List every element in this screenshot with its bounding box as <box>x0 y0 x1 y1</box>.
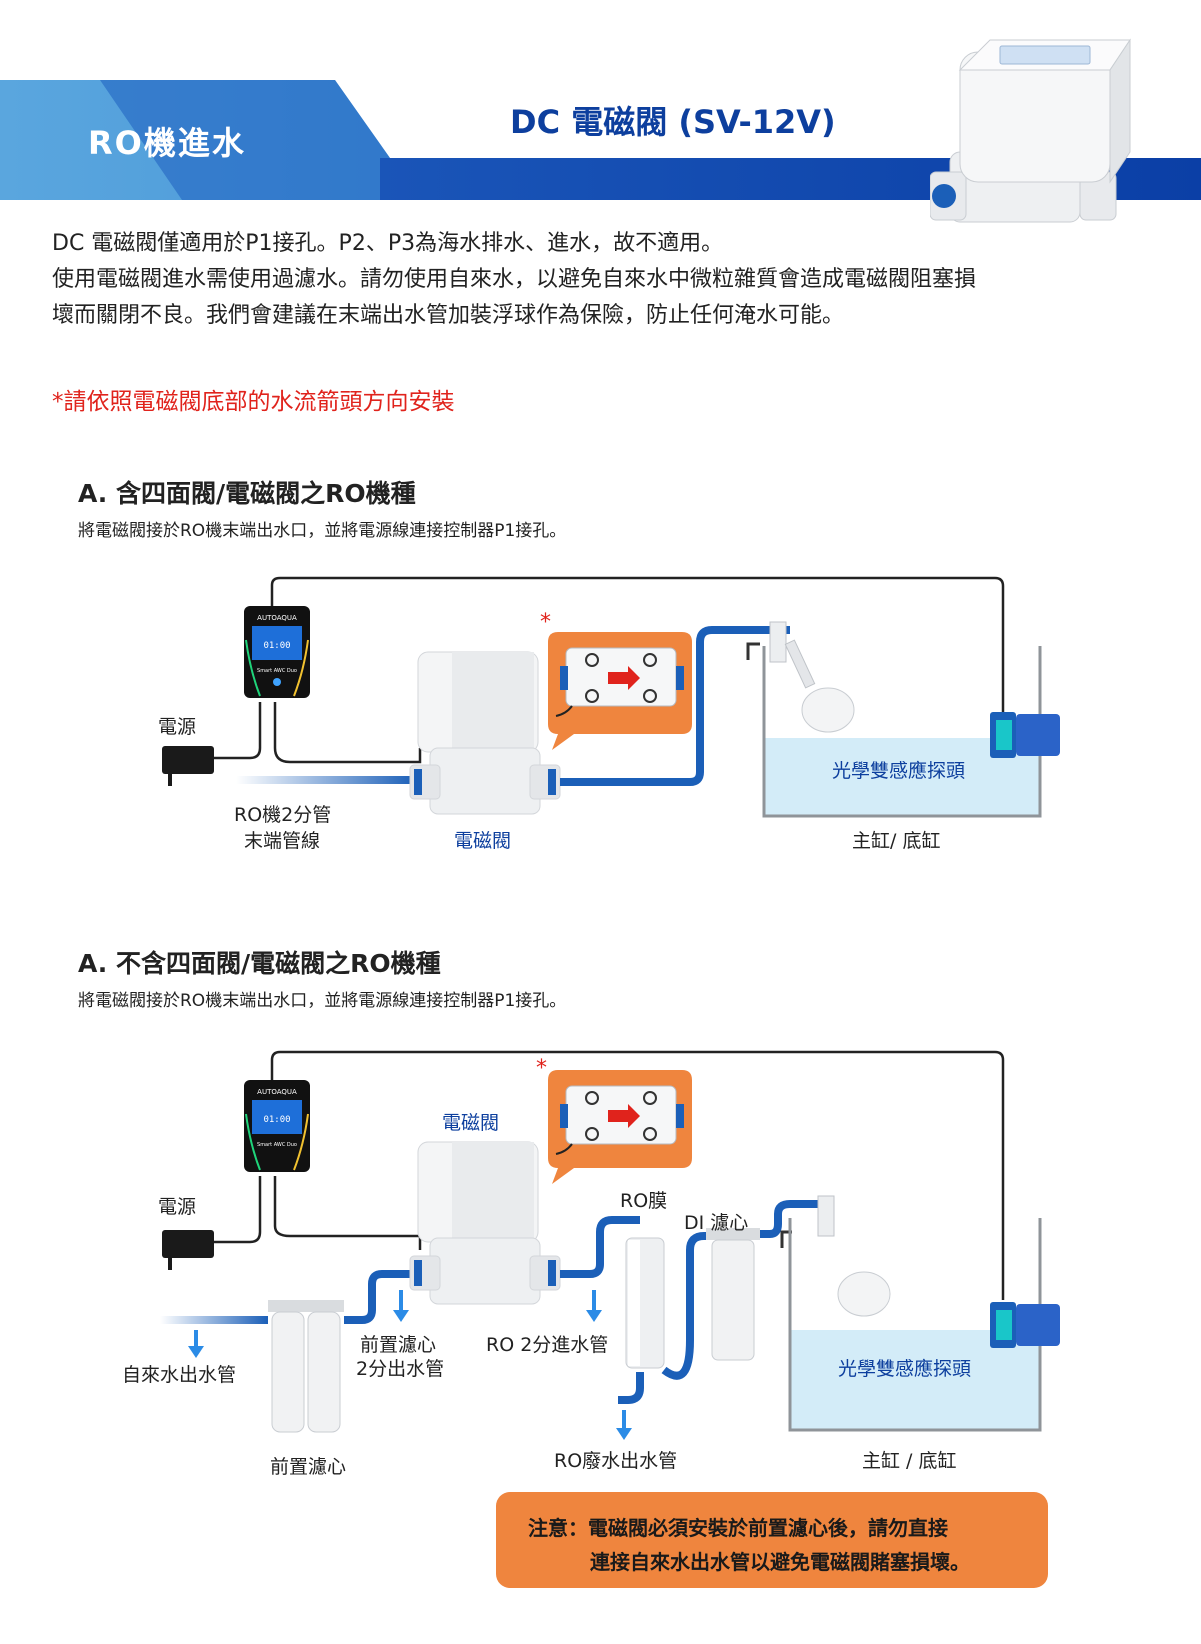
label-di-filter-b: DI 濾心 <box>684 1212 749 1234</box>
float-switch-b <box>780 1195 891 1317</box>
solenoid-valve-image <box>930 38 1131 223</box>
label-ro-waste-b: RO廢水出水管 <box>554 1450 678 1472</box>
float-switch-a <box>746 621 855 733</box>
di-filter-b <box>706 1228 760 1361</box>
label-valve-b: 電磁閥 <box>442 1112 500 1134</box>
label-prefilter-out-b-1: 前置濾心 <box>360 1334 437 1356</box>
label-tap-outlet-b: 自來水出水管 <box>122 1364 237 1386</box>
note-line-2: 連接自來水出水管以避免電磁閥賭塞損壞。 <box>590 1550 970 1574</box>
svg-text:AUTOAQUA: AUTOAQUA <box>257 614 297 622</box>
label-ro-inlet-b: RO 2分進水管 <box>486 1334 609 1356</box>
indicator-arrows <box>188 1290 632 1440</box>
label-ro-pipe-a-2: 末端管線 <box>244 830 321 852</box>
install-warning: *請依照電磁閥底部的水流箭頭方向安裝 <box>52 389 455 415</box>
label-prefilter-out-b-2: 2分出水管 <box>356 1358 445 1380</box>
svg-text:Smart AWC Duo: Smart AWC Duo <box>257 1142 297 1148</box>
ro-membrane-b <box>625 1237 665 1369</box>
flow-arrow-callout-b <box>548 1070 692 1184</box>
label-sensor-b: 光學雙感應探頭 <box>838 1358 972 1380</box>
label-power-a: 電源 <box>158 716 197 738</box>
label-ro-membrane-b: RO膜 <box>620 1190 668 1212</box>
section-a-title: A. 含四面閥/電磁閥之RO機種 <box>78 479 416 508</box>
controller-b: AUTOAQUA 01:00 Smart AWC Duo <box>244 1080 310 1172</box>
page-title: RO機進水 <box>88 124 246 162</box>
controller-a: AUTOAQUA 01:00 Smart AWC Duo <box>244 606 310 698</box>
label-power-b: 電源 <box>158 1196 197 1218</box>
svg-text:01:00: 01:00 <box>263 641 290 651</box>
solenoid-valve-a <box>409 651 561 815</box>
svg-text:01:00: 01:00 <box>263 1115 290 1125</box>
svg-text:AUTOAQUA: AUTOAQUA <box>257 1088 297 1096</box>
label-tank-a: 主缸/ 底缸 <box>852 830 941 852</box>
intro-line-3: 壞而關閉不良。我們會建議在末端出水管加裝浮球作為保險，防止任何淹水可能。 <box>52 303 845 328</box>
solenoid-valve-b <box>409 1141 561 1305</box>
optical-sensor-a <box>990 712 1060 758</box>
section-a-desc: 將電磁閥接於RO機末端出水口，並將電源線連接控制器P1接孔。 <box>78 521 567 541</box>
label-sensor-a: 光學雙感應探頭 <box>832 760 966 782</box>
section-b-desc: 將電磁閥接於RO機末端出水口，並將電源線連接控制器P1接孔。 <box>78 991 567 1011</box>
flow-arrow-callout-a <box>548 632 692 750</box>
label-tank-b: 主缸 / 底缸 <box>862 1450 957 1472</box>
product-title: DC 電磁閥 (SV-12V) <box>510 103 836 141</box>
label-ro-pipe-a-1: RO機2分管 <box>234 804 332 826</box>
intro-line-1: DC 電磁閥僅適用於P1接孔。P2、P3為海水排水、進水，故不適用。 <box>52 231 724 256</box>
label-valve-a: 電磁閥 <box>454 830 512 852</box>
svg-text:Smart AWC Duo: Smart AWC Duo <box>257 668 297 674</box>
label-asterisk-b: * <box>536 1056 547 1081</box>
label-prefilter-b: 前置濾心 <box>270 1456 347 1478</box>
label-asterisk-a: * <box>540 610 551 635</box>
note-box <box>496 1492 1048 1588</box>
note-line-1: 注意：電磁閥必須安裝於前置濾心後，請勿直接 <box>528 1516 948 1540</box>
prefilter-b <box>268 1300 344 1433</box>
intro-line-2: 使用電磁閥進水需使用過濾水。請勿使用自來水，以避免自來水中微粒雜質會造成電磁閥阻… <box>52 267 977 292</box>
section-b-title: A. 不含四面閥/電磁閥之RO機種 <box>78 949 441 978</box>
optical-sensor-b <box>990 1302 1060 1348</box>
